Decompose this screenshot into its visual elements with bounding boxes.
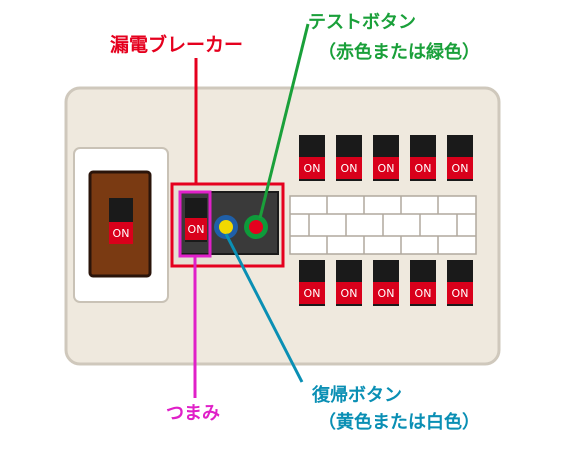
svg-text:ON: ON	[378, 162, 395, 175]
knob-label: つまみ	[166, 403, 220, 424]
branch-breaker-top-5[interactable]: ON	[447, 135, 473, 181]
test-button-color-note: （赤色または緑色）	[318, 42, 480, 63]
main-breaker-on-label: ON	[113, 227, 130, 240]
svg-text:ON: ON	[304, 162, 321, 175]
svg-text:ON: ON	[452, 162, 469, 175]
reset-button[interactable]	[219, 220, 233, 234]
svg-text:ON: ON	[378, 287, 395, 300]
test-button-label: テストボタン	[308, 12, 416, 33]
branch-breaker-bottom-1[interactable]: ON	[299, 260, 325, 306]
main-breaker: ON	[73, 147, 169, 303]
branch-breaker-top-2[interactable]: ON	[336, 135, 362, 181]
branch-breaker-bottom-5[interactable]: ON	[447, 260, 473, 306]
svg-text:ON: ON	[452, 287, 469, 300]
svg-text:ON: ON	[415, 287, 432, 300]
reset-button-color-note: （黄色または白色）	[318, 412, 480, 433]
reset-button-label: 復帰ボタン	[312, 385, 402, 406]
svg-text:ON: ON	[341, 287, 358, 300]
terminal-block	[289, 195, 477, 255]
branch-breaker-top-3[interactable]: ON	[373, 135, 399, 181]
svg-text:ON: ON	[341, 162, 358, 175]
knob[interactable]: ON	[185, 198, 207, 242]
branch-breaker-bottom-4[interactable]: ON	[410, 260, 436, 306]
knob-on-label: ON	[188, 223, 205, 236]
test-button[interactable]	[249, 220, 263, 234]
branch-breaker-bottom-3[interactable]: ON	[373, 260, 399, 306]
branch-breaker-bottom-2[interactable]: ON	[336, 260, 362, 306]
svg-text:ON: ON	[304, 287, 321, 300]
leakage-breaker-label: 漏電ブレーカー	[110, 34, 244, 56]
test-button-callout-line	[258, 23, 310, 219]
svg-text:ON: ON	[415, 162, 432, 175]
branch-breaker-top-1[interactable]: ON	[299, 135, 325, 181]
reset-button-callout-line	[224, 233, 304, 383]
branch-breaker-top-4[interactable]: ON	[410, 135, 436, 181]
